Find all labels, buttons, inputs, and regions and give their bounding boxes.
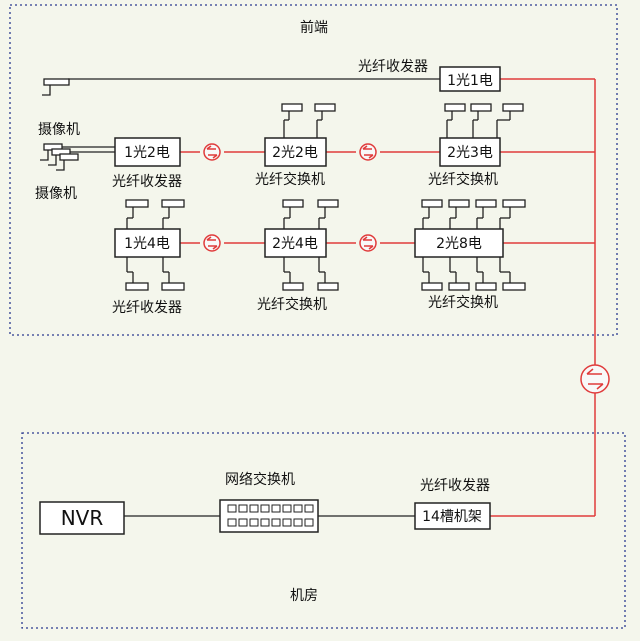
port-icon	[421, 199, 526, 291]
transceiver-label: 光纤收发器	[358, 59, 428, 75]
fiber-switch-label: 光纤交换机	[428, 294, 498, 311]
device-2g4e	[264, 228, 327, 258]
network-switch-label: 网络交换机	[225, 471, 295, 488]
device-1g2e-label: 1光2电	[124, 145, 170, 161]
rack-label: 14槽机架	[422, 509, 482, 525]
camera-icon	[42, 78, 70, 96]
front-zone-border	[9, 4, 618, 336]
fiber-switch-label: 光纤交换机	[428, 171, 498, 188]
camera-icon	[56, 153, 79, 171]
nvr-box	[39, 501, 125, 535]
device-1g1e	[439, 66, 501, 92]
transceiver-label: 光纤收发器	[112, 174, 182, 190]
fiber-connector-icon	[203, 234, 221, 252]
device-1g4e	[114, 228, 181, 258]
device-2g8e-label: 2光8电	[436, 236, 482, 252]
fiber-connector-icon	[203, 143, 221, 161]
port-icon	[281, 103, 336, 138]
room-zone-border	[21, 432, 626, 629]
front-zone-label: 前端	[300, 19, 328, 36]
device-1g4e-label: 1光4电	[124, 236, 170, 252]
room-zone-label: 机房	[290, 588, 318, 604]
fiber-switch-label: 光纤交换机	[257, 296, 327, 313]
device-1g2e	[114, 137, 181, 167]
device-1g1e-label: 1光1电	[447, 73, 493, 89]
device-2g3e-label: 2光3电	[447, 145, 493, 161]
camera-label: 摄像机	[35, 186, 77, 202]
nvr-label: NVR	[61, 506, 104, 530]
fiber-connector-icon	[359, 143, 377, 161]
device-2g3e	[439, 137, 501, 167]
transceiver-label: 光纤收发器	[420, 478, 490, 494]
camera-label: 摄像机	[38, 122, 80, 138]
cable-links	[60, 78, 440, 517]
transceiver-label: 光纤收发器	[112, 300, 182, 316]
port-icon	[444, 103, 524, 138]
device-2g2e-label: 2光2电	[272, 145, 318, 161]
fiber-connector-icon	[359, 234, 377, 252]
port-icon	[125, 199, 185, 291]
fiber-links	[180, 78, 596, 517]
rack-box	[414, 502, 491, 530]
device-2g2e	[264, 137, 327, 167]
device-2g8e	[414, 228, 504, 258]
switch-port-icon	[227, 504, 314, 527]
fiber-connector-icon	[580, 364, 610, 394]
port-icon	[282, 199, 339, 291]
fiber-switch-label: 光纤交换机	[255, 171, 325, 188]
device-2g4e-label: 2光4电	[272, 236, 318, 252]
